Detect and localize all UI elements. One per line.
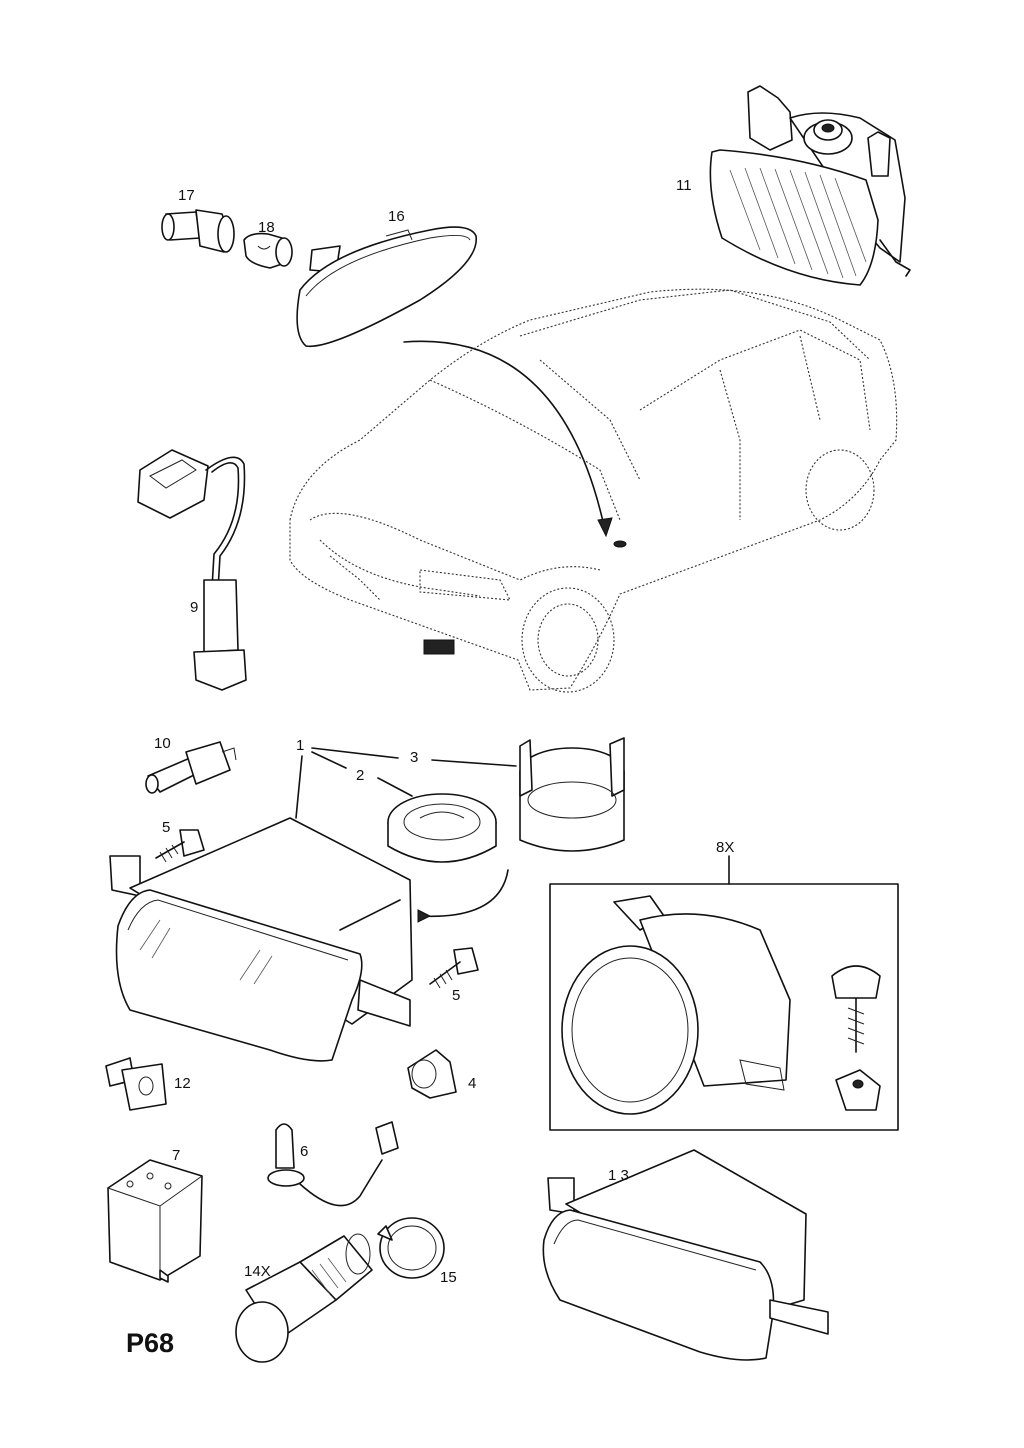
- leader-lines: [295, 747, 517, 819]
- bulb-part-18: [243, 232, 293, 269]
- callout-7: 7: [172, 1147, 180, 1164]
- pointer-arrow-2: [419, 869, 509, 918]
- callout-16: 16: [388, 208, 405, 225]
- fog-lamp-part-1: [109, 817, 413, 1062]
- callout-5-b: 5: [452, 987, 460, 1004]
- callouts: 17 18 16 11 9 10 1 3 2 5 8X 5 12 4 7 6 1…: [126, 177, 734, 1358]
- side-repeater-part-16: [296, 226, 477, 348]
- car-illustration: [289, 288, 898, 693]
- wiring-harness-part-9: [137, 449, 247, 691]
- callout-14x: 14X: [244, 1263, 271, 1280]
- screw-part-5-b: [429, 947, 479, 989]
- inset-box-part-8x: [549, 855, 899, 1131]
- callout-3: 3: [410, 749, 418, 766]
- socket-part-4: [407, 1049, 457, 1099]
- callout-18: 18: [258, 219, 275, 236]
- lamp-part-14x: [235, 1233, 373, 1363]
- bulb-with-lead-part-6: [267, 1121, 399, 1207]
- clip-ring-part-15: [377, 1217, 445, 1279]
- callout-1: 1: [296, 737, 304, 754]
- callout-8x: 8X: [716, 839, 734, 856]
- callout-6: 6: [300, 1143, 308, 1160]
- bulb-part-10: [145, 741, 237, 794]
- screw-part-5-a: [155, 829, 205, 863]
- cap-part-2: [387, 793, 497, 863]
- retaining-ring-part-3: [519, 737, 625, 852]
- fog-lamp-part-13: [542, 1149, 829, 1361]
- bulb-holder-part-17: [161, 209, 235, 253]
- callout-10: 10: [154, 735, 171, 752]
- pointer-arrow-16: [403, 340, 605, 527]
- callout-17: 17: [178, 187, 195, 204]
- lamp-assembly-part-11: [709, 85, 911, 286]
- callout-9: 9: [190, 599, 198, 616]
- callout-12: 12: [174, 1075, 191, 1092]
- callout-4: 4: [468, 1075, 476, 1092]
- callout-2: 2: [356, 767, 364, 784]
- callout-15: 15: [440, 1269, 457, 1286]
- callout-11: 11: [676, 177, 692, 194]
- relay-part-7: [107, 1159, 203, 1283]
- page-code: P68: [126, 1328, 174, 1358]
- callout-5-a: 5: [162, 819, 170, 836]
- callout-13: 1 3: [608, 1167, 629, 1184]
- adjuster-part-12: [105, 1057, 167, 1111]
